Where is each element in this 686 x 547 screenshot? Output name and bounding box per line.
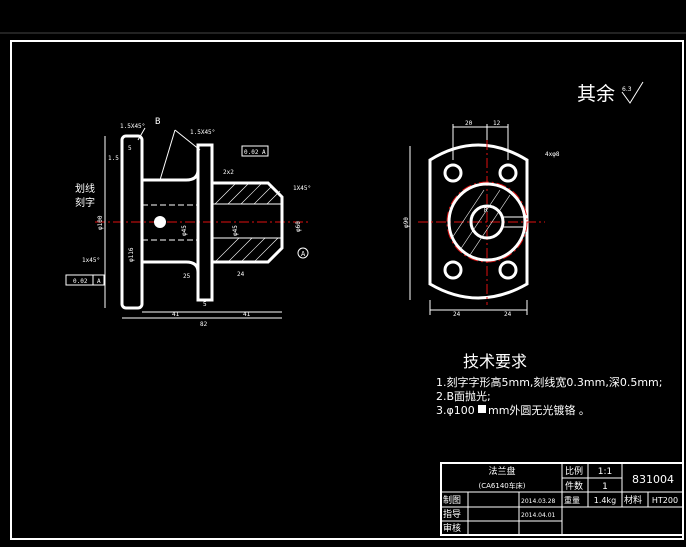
right-flange [196, 143, 214, 302]
dim-label: 24 [237, 271, 245, 278]
dim-label: 1X45° [293, 185, 311, 192]
tech-requirement-item: 3.φ100 [436, 404, 475, 417]
supervisor-date: 2014.04.01 [521, 512, 556, 519]
dim-label: B [155, 117, 160, 127]
shaft [212, 181, 284, 264]
material-label: 材料 [624, 494, 642, 506]
section-view-left: 1.5X45° B 1.5X45° 1.5 5 划线 刻字 2x2 1X45° … [65, 117, 311, 328]
tolerance-value: 0.02 [244, 149, 259, 156]
flange-outline [428, 143, 529, 300]
annotation: 划线 [75, 182, 95, 195]
dim-label: 12 [493, 120, 501, 127]
dim-label: 24 [504, 311, 512, 318]
tech-requirement-item: 2.B面抛光; [436, 389, 491, 403]
dim-label: 1.5 [108, 155, 119, 162]
machine-name: (CA6140车床) [479, 481, 526, 490]
title-block: 法兰盘 (CA6140车床) 比例 1:1 件数 1 831004 重量 1.4… [440, 462, 684, 536]
bolt-hole [443, 163, 463, 183]
tolerance-value: 0.02 [73, 278, 88, 285]
dim-label: 25 [183, 273, 191, 280]
drawing-number: 831004 [632, 473, 674, 486]
dim-label: φ45 [181, 225, 188, 236]
tolerance-datum: A [97, 278, 101, 285]
drawing-frame [10, 40, 684, 540]
bore [212, 203, 282, 239]
tolerance-frame [241, 145, 269, 157]
dim-label: 24 [453, 311, 461, 318]
bolt-hole [443, 260, 463, 280]
datum-a-marker [297, 247, 309, 259]
drafter-date: 2014.03.28 [521, 498, 556, 505]
material-value: HT200 [652, 496, 678, 505]
dim-label: 1.5X45° [190, 129, 215, 136]
dim-label: 2x2 [223, 169, 234, 176]
dim-label: 20 [465, 120, 473, 127]
scale-value: 1:1 [598, 467, 612, 477]
part-name: 法兰盘 [488, 465, 515, 477]
dim-label: 41 [243, 311, 251, 318]
annotation: 刻字 [75, 196, 95, 209]
dim-label: φ116 [128, 247, 135, 262]
dim-label: 5 [128, 145, 132, 152]
supervisor-label: 指导 [443, 508, 461, 520]
tolerance-frame [65, 274, 105, 286]
dim-label: φ100 [97, 215, 104, 230]
qty-value: 1 [602, 482, 608, 492]
drafter-label: 制图 [443, 494, 461, 506]
scale-label: 比例 [565, 465, 583, 477]
dim-label: 5 [203, 301, 207, 308]
keyway [502, 216, 526, 228]
datum-label: A [301, 250, 306, 258]
dim-label: 1.5X45° [120, 123, 145, 130]
dim-label: φ45 [232, 225, 239, 236]
tech-requirement-item: 1.刻字字形高5mm,刻线宽0.3mm,深0.5mm; [436, 375, 662, 389]
dim-label: 4xφ8 [545, 151, 560, 158]
weight-label: 重量 [564, 495, 580, 505]
dim-label: R [484, 207, 488, 214]
bolt-hole [498, 163, 518, 183]
dim-label: φ90 [403, 217, 410, 228]
dim-label: 82 [200, 321, 208, 328]
qty-label: 件数 [565, 480, 583, 492]
hub [142, 169, 200, 273]
tolerance-placeholder [478, 405, 486, 413]
hatching [214, 182, 283, 263]
tech-requirement-item: mm外圆无光镀铬 。 [488, 403, 590, 417]
flange-plate [120, 134, 144, 310]
surface-finish-note: 其余 [577, 83, 615, 105]
tolerance-datum: A [262, 149, 266, 156]
dim-label: 41 [172, 311, 180, 318]
bolt-hole [498, 260, 518, 280]
cross-hole [154, 216, 166, 228]
dim-label: φ60 [295, 221, 302, 232]
roughness-value: 6.3 [622, 86, 632, 93]
dim-label: 1x45° [82, 257, 100, 264]
tech-requirements-title: 技术要求 [463, 352, 527, 371]
reviewer-label: 审核 [443, 522, 461, 534]
front-view-right: 20 12 4xφ8 φ90 24 24 R [403, 120, 560, 318]
roughness-symbol-icon [621, 81, 644, 104]
weight-value: 1.4kg [594, 496, 616, 505]
